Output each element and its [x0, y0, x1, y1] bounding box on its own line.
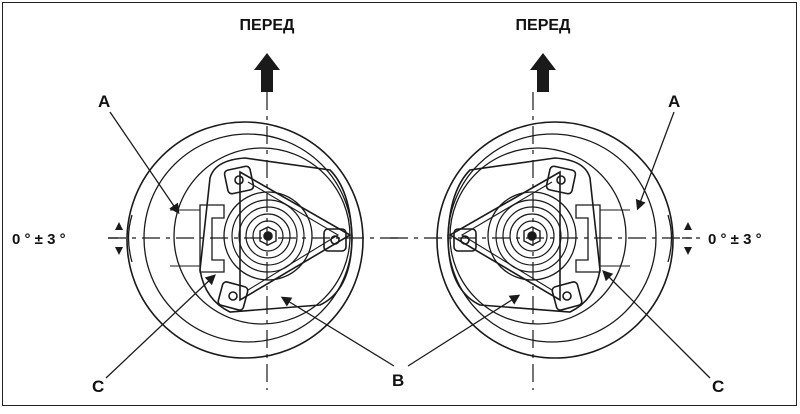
- left-mount-pad-top: [223, 165, 255, 195]
- left-spring-coil-1: [231, 199, 305, 273]
- left-mount-bolt-right: [330, 235, 340, 245]
- left-front-arrow: [254, 53, 280, 92]
- callout-b-label: B: [392, 371, 404, 390]
- left-housing: [173, 147, 351, 325]
- right-callout-c-leader: [602, 270, 711, 379]
- left-spring-outer: [223, 191, 313, 281]
- right-callout-a-leader: [635, 111, 675, 211]
- right-spring-coil-3: [509, 213, 555, 259]
- right-plate: [447, 157, 601, 313]
- left-mount-bolt-top: [234, 175, 244, 185]
- callout-b-leader-right: [407, 294, 521, 367]
- left-assembly: [108, 92, 400, 390]
- right-angle-arrow-up-icon: [684, 222, 692, 230]
- right-bracket: [575, 204, 601, 273]
- left-angle-arrow-down-icon: [115, 247, 123, 255]
- left-angle-arrow-up-icon: [115, 222, 123, 230]
- right-mount-pad-left: [453, 228, 477, 252]
- left-front-label: ПЕРЕД: [240, 17, 296, 34]
- right-spring-coil-4: [516, 220, 548, 252]
- up-arrow-icon: [530, 53, 556, 92]
- right-callout-c-label: C: [712, 377, 724, 396]
- right-angle-label: 0 ° ± 3 °: [708, 231, 762, 248]
- right-front-label: ПЕРЕД: [516, 17, 572, 34]
- left-mount-pad-bottom: [217, 281, 249, 311]
- up-arrow-icon: [254, 53, 280, 92]
- right-front-arrow: [530, 53, 556, 92]
- left-callout-c-label: C: [92, 377, 104, 396]
- right-mount-bolt-left: [460, 235, 470, 245]
- right-mount-pad-top: [545, 165, 577, 195]
- left-spring-coil-4: [252, 220, 284, 252]
- left-outer-ring: [126, 121, 364, 359]
- left-mount-bolt-bottom: [228, 291, 238, 301]
- left-hub-nut: [259, 226, 277, 246]
- right-triangle-inner: [460, 181, 553, 291]
- right-mount-bolt-bottom: [562, 291, 572, 301]
- right-assembly: [390, 92, 700, 390]
- right-bracket-lines: [600, 209, 630, 267]
- right-outer-ring: [436, 121, 674, 359]
- right-mount-pad-bottom: [551, 281, 583, 311]
- right-housing: [449, 147, 627, 325]
- left-plate: [199, 157, 353, 313]
- left-angle-label: 0 ° ± 3 °: [12, 231, 66, 248]
- left-spring-coil-2: [238, 206, 298, 266]
- left-callout-a-leader: [109, 111, 180, 215]
- left-hub-center: [263, 231, 273, 241]
- right-hub-nut: [523, 226, 541, 246]
- right-triangle-plate: [448, 170, 561, 302]
- right-angle-arc: [667, 214, 673, 263]
- left-triangle-plate: [239, 170, 352, 302]
- right-spring-outer: [487, 191, 577, 281]
- right-hub-center: [527, 231, 537, 241]
- left-mount-pad-right: [323, 228, 347, 252]
- right-spring-coil-2: [502, 206, 562, 266]
- left-spring-coil-3: [245, 213, 291, 259]
- left-triangle-inner: [247, 181, 340, 291]
- left-callout-c-leader: [105, 274, 216, 379]
- right-callout-a-label: A: [668, 92, 680, 111]
- left-callout-a-label: A: [98, 92, 110, 111]
- right-angle-arrow-down-icon: [684, 247, 692, 255]
- right-spring-coil-1: [495, 199, 569, 273]
- left-bracket: [199, 204, 225, 273]
- left-angle-arc: [127, 214, 133, 263]
- right-mount-bolt-top: [556, 175, 566, 185]
- callout-b-leader-left: [280, 296, 395, 367]
